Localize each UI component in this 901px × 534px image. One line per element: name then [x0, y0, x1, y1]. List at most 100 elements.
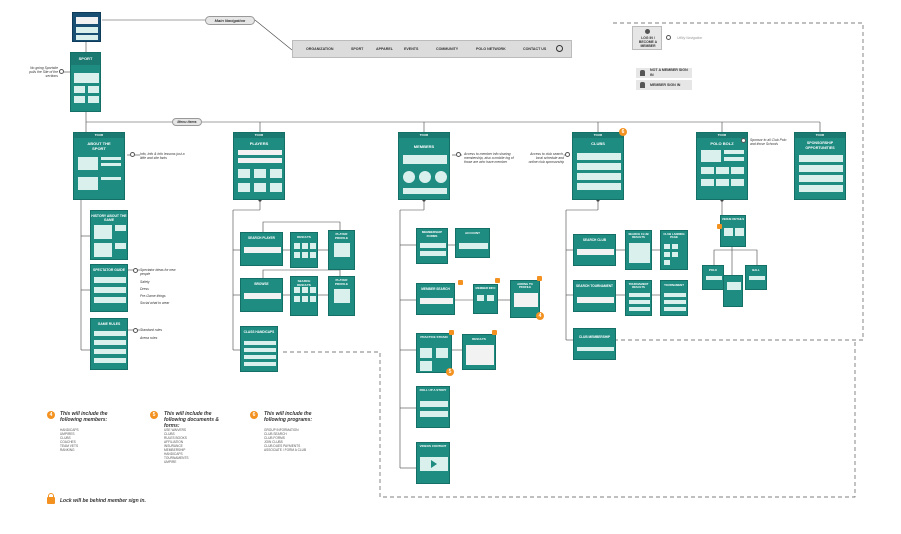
lock-icon	[449, 330, 454, 335]
polo-page[interactable]: POLO	[702, 265, 724, 290]
about-spectator-page[interactable]: SPECTATOR GUIDE	[90, 264, 128, 312]
members-note: Access to member info sharing membership…	[464, 152, 514, 164]
legend-title-6: This will include the following programs…	[264, 411, 313, 423]
spectator-note-marker	[133, 268, 138, 273]
lock-icon	[537, 276, 542, 281]
ball-page[interactable]: BALL	[745, 265, 767, 290]
about-note-marker	[130, 152, 135, 157]
clubs-landing-page[interactable]: CLUB LANDING PAGE	[660, 230, 688, 270]
legend-badge-6: 6	[250, 411, 258, 419]
nav-contact-us[interactable]: CONTACT US	[523, 47, 547, 51]
badge-5: 5	[446, 368, 454, 376]
about-note: Info, Info & Info lessons just a little …	[140, 152, 185, 160]
nav-community[interactable]: COMMUNITY	[436, 47, 459, 51]
clubs-tournament-results-page[interactable]: TOURNAMENT RESULTS	[625, 280, 652, 316]
spectator-note-2: Safety	[140, 280, 150, 284]
clubs-search-tournament-page[interactable]: SEARCH TOURNAMENT	[573, 280, 616, 312]
sport-landing-page[interactable]: SPORT	[70, 52, 101, 112]
lock-icon	[458, 280, 463, 285]
section-title: PLAYERS	[249, 141, 269, 146]
players-profile-page[interactable]: PLAYER PROFILE	[328, 230, 355, 270]
not-member-signin[interactable]: NOT A MEMBER SIGN IN	[636, 68, 692, 78]
players-results-page[interactable]: RESULTS	[290, 232, 318, 268]
rules-note-1: Standard rules	[140, 328, 163, 332]
lock-icon-shackle	[48, 493, 54, 498]
lock-icon	[495, 278, 500, 283]
players-profile-page-2[interactable]: PLAYER PROFILE	[328, 276, 355, 316]
section-title: CLUBS	[591, 141, 605, 146]
home-note-marker	[59, 69, 64, 74]
spectator-note-1: Spectator ideas for new people	[140, 268, 176, 276]
section-about-the-sport[interactable]: TOUR ABOUT THE SPORT	[73, 132, 125, 200]
members-search-page[interactable]: MEMBER SEARCH	[416, 283, 455, 315]
legend-badge-5: 5	[150, 411, 158, 419]
polo-venue-page[interactable]: VENUE DETAILS	[720, 215, 746, 247]
players-browse-page[interactable]: BROWSE	[240, 278, 283, 312]
members-info-page[interactable]: MEMBER INFO	[473, 284, 498, 314]
clubs-membership-page[interactable]: CLUB MEMBERSHIP	[573, 328, 616, 360]
spectator-note-4: Pre-Game things	[140, 294, 166, 298]
play-icon[interactable]	[431, 460, 437, 468]
members-membership-forms-page[interactable]: MEMBERSHIP FORMS	[416, 228, 448, 264]
players-search-results-page[interactable]: SEARCH RESULTS	[290, 276, 318, 316]
nav-sport[interactable]: SPORT	[351, 47, 364, 51]
members-practice-page[interactable]: PRACTICE STRAIN	[416, 333, 452, 373]
spectator-note-3: Dress	[140, 287, 149, 291]
badge-6: 6	[619, 128, 627, 136]
members-videos-page[interactable]: VIDEOS CONTENT	[416, 442, 450, 484]
person-icon	[645, 29, 650, 34]
spectator-note-5: Social what to wear	[140, 301, 170, 305]
nav-apparel[interactable]: APPAREL	[376, 47, 393, 51]
polo-note-marker	[741, 138, 746, 143]
menu-items-label: Menu items	[172, 118, 202, 126]
clubs-note-marker	[565, 152, 570, 157]
utility-note-marker	[666, 35, 671, 40]
about-game-rules-page[interactable]: GAME RULES	[90, 318, 128, 370]
home-note: No going Sportsite pulls the Site of the…	[29, 66, 58, 78]
nav-events[interactable]: EVENTS	[404, 47, 419, 51]
members-adding-page[interactable]: ADDING TO PROFILE	[510, 280, 540, 318]
clubs-search-page[interactable]: SEARCH CLUB	[573, 234, 616, 266]
search-icon[interactable]	[556, 45, 563, 52]
members-results-page[interactable]: RESULTS	[462, 334, 496, 370]
players-search-page[interactable]: SEARCH PLAYER	[240, 232, 283, 266]
home-page[interactable]	[72, 12, 101, 42]
clubs-note: Access to club search, local schedule an…	[528, 152, 564, 164]
lock-note: Lock will be behind member sign in.	[60, 498, 146, 504]
legend-title-4: This will include the following members:	[60, 411, 108, 423]
section-polo-bolz[interactable]: TOUR POLO BOLZ	[696, 132, 748, 200]
section-title: MEMBERS	[413, 144, 435, 149]
nav-organization[interactable]: ORGANIZATION	[306, 47, 334, 51]
section-players[interactable]: TOUR PLAYERS	[233, 132, 285, 200]
clubs-tournament-page[interactable]: TOURNAMENT	[660, 280, 688, 316]
rules-note-marker	[133, 328, 138, 333]
players-class-handicaps-page[interactable]: CLASS HANDICAPS	[240, 326, 278, 372]
member-signin[interactable]: MEMBER SIGN IN	[636, 80, 692, 90]
main-navigation-label: Main Navigation	[205, 16, 255, 25]
section-sponsorship[interactable]: TOUR SPONSORSHIP OPPORTUNITIES	[794, 132, 846, 200]
polo-note: Sponsor to all Club Polo and those Schoo…	[750, 138, 787, 146]
clubs-search-results-page[interactable]: SEARCH CLUB RESULTS	[625, 230, 652, 270]
members-roll-up-page[interactable]: ROLL UP A STORY	[416, 386, 450, 428]
about-history-page[interactable]: HISTORY ABOUT THE GAME	[90, 210, 128, 260]
section-title: POLO BOLZ	[710, 141, 734, 146]
login-become-member[interactable]: LOG IN / BECOME A MEMBER	[632, 26, 662, 50]
person-icon	[640, 70, 645, 76]
lock-icon	[717, 224, 722, 229]
section-clubs[interactable]: TOUR CLUBS	[572, 132, 624, 200]
section-members[interactable]: TOUR MEMBERS	[398, 132, 450, 200]
polo-detail-page[interactable]	[723, 275, 743, 307]
person-icon	[640, 82, 645, 88]
nav-polo-network[interactable]: POLO NETWORK	[476, 47, 506, 51]
legend-badge-4: 4	[47, 411, 55, 419]
badge-4: 4	[536, 312, 544, 320]
section-title: ABOUT THE SPORT	[87, 141, 111, 151]
utility-nav-label: Utility Navigation	[677, 36, 703, 40]
lock-icon	[47, 497, 55, 504]
members-account-page[interactable]: ACCOUNT	[455, 228, 490, 258]
